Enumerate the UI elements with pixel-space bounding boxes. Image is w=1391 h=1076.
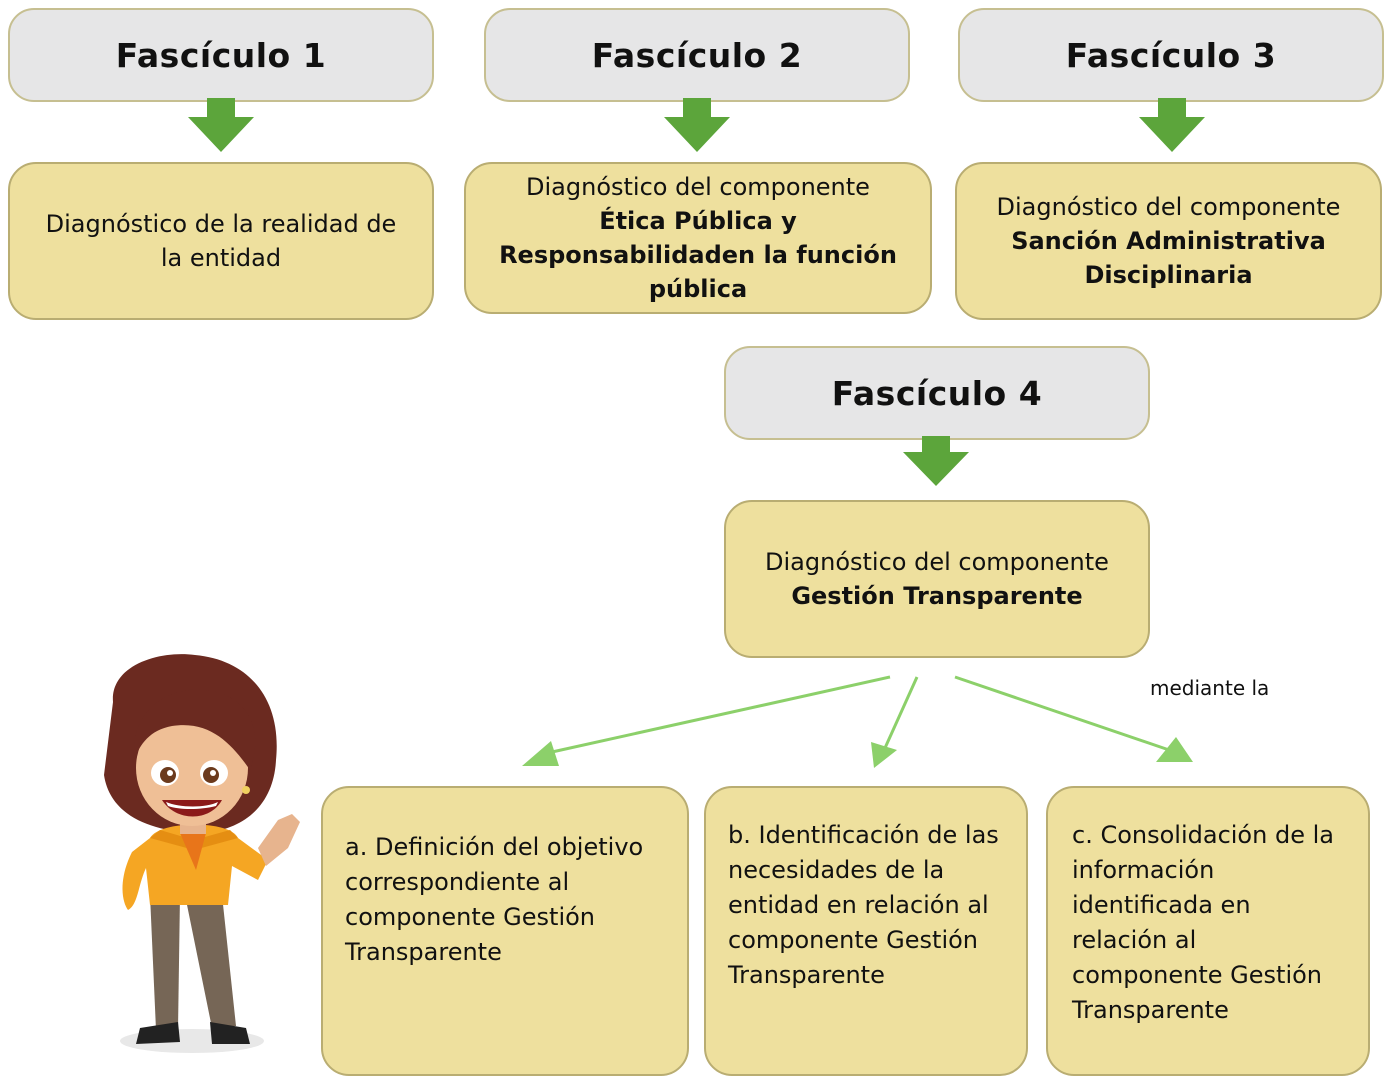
fasciculo-2-description-bold: Ética Pública y Responsabilidaden la fun… [499,207,897,303]
step-b-box: b. Identificación de las necesidades de … [704,786,1028,1076]
split-line-c [954,675,1176,754]
fasciculo-1-description-text: Diagnóstico de la realidad de la entidad [45,210,397,272]
fasciculo-1-description: Diagnóstico de la realidad de la entidad [8,162,434,320]
step-c-box: c. Consolidación de la información ident… [1046,786,1370,1076]
fasciculo-3-header: Fascículo 3 [958,8,1384,102]
fasciculo-4-description: Diagnóstico del componente Gestión Trans… [724,500,1150,658]
fasciculo-4-description-bold: Gestión Transparente [791,582,1083,610]
step-a-text: a. Definición del objetivo correspondien… [345,833,644,966]
fasciculo-1-header: Fascículo 1 [8,8,434,102]
step-b-text: b. Identificación de las necesidades de … [728,821,999,989]
down-arrow-2 [664,98,730,152]
down-arrow-1 [188,98,254,152]
arrowhead-a [522,741,559,766]
fasciculo-4-header: Fascículo 4 [724,346,1150,440]
split-line-a [551,675,891,754]
step-c-text: c. Consolidación de la información ident… [1072,821,1334,1024]
fasciculo-2-description-prefix: Diagnóstico del componente [526,173,870,201]
arrowhead-b [871,742,897,768]
split-line-b [883,676,919,749]
fasciculo-3-description-bold: Sanción Administrativa Disciplinaria [1011,227,1326,289]
fasciculo-4-description-prefix: Diagnóstico del componente [765,548,1109,576]
down-arrow-4 [903,436,969,486]
step-a-box: a. Definición del objetivo correspondien… [321,786,689,1076]
arrowhead-c [1156,737,1193,762]
fasciculo-3-description: Diagnóstico del componente Sanción Admin… [955,162,1382,320]
connector-label: mediante la [1150,676,1270,700]
fasciculo-3-description-prefix: Diagnóstico del componente [996,193,1341,221]
woman-character-illustration [104,654,300,1053]
down-arrow-3 [1139,98,1205,152]
fasciculo-2-description: Diagnóstico del componente Ética Pública… [464,162,932,314]
